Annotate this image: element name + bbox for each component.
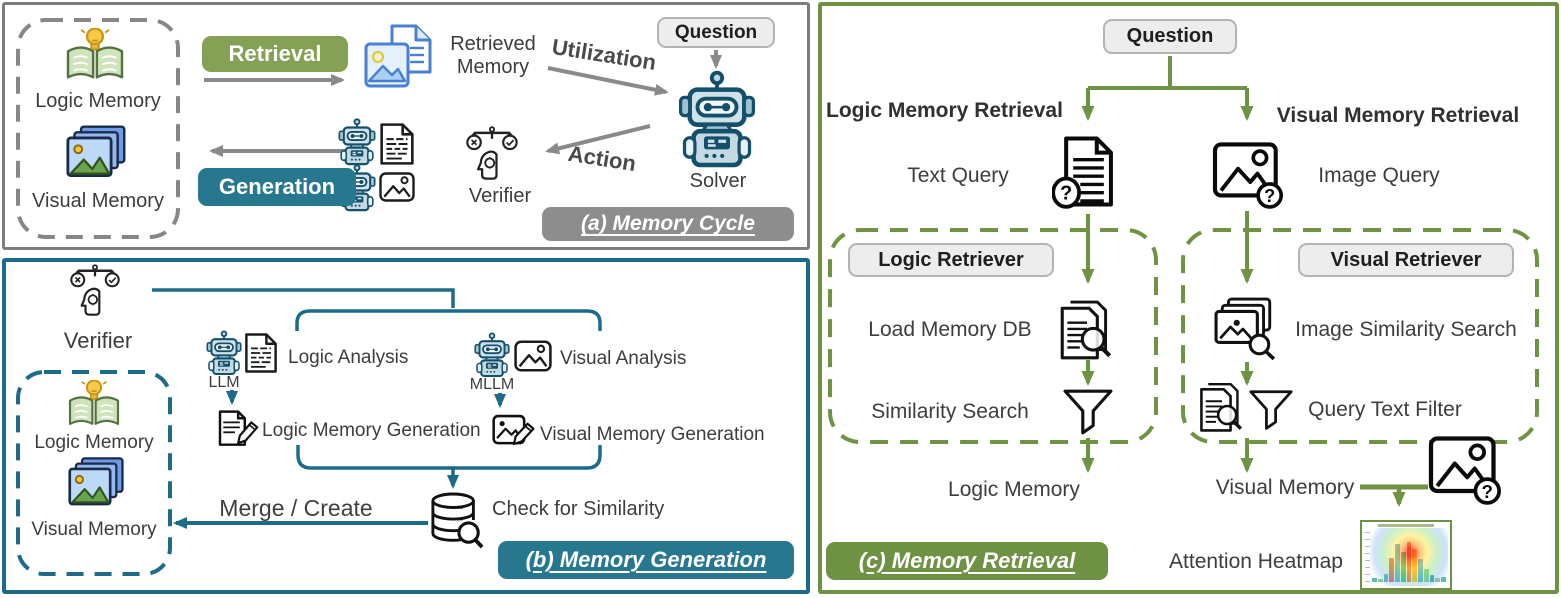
query-text-filter-label: Query Text Filter [1308, 398, 1462, 421]
retrieval-badge: Retrieval [202, 36, 348, 72]
visual-memory-generation-icon [492, 414, 536, 452]
visual-memory-label-c: Visual Memory [1215, 476, 1355, 499]
mllm-robot-icon-b [474, 332, 510, 378]
image-similarity-search-icon [1214, 297, 1278, 361]
text-query-label: Text Query [907, 164, 1009, 187]
image-query-icon [1212, 142, 1286, 210]
visual-memory-generation-label: Visual Memory Generation [540, 424, 765, 445]
solver-label: Solver [689, 170, 747, 192]
visual-memory-retrieval-title: Visual Memory Retrieval [1276, 104, 1520, 127]
verifier-label-b: Verifier [63, 328, 133, 353]
logic-analysis-doc-icon [244, 333, 278, 373]
llm-robot-icon-a [338, 118, 376, 166]
logic-memory-book-icon-b [66, 380, 122, 428]
image-similarity-search-label: Image Similarity Search [1295, 318, 1517, 341]
visual-memory-label-b: Visual Memory [31, 519, 157, 540]
visual-memory-image-icon [1428, 436, 1504, 506]
logic-memory-retrieval-title: Logic Memory Retrieval [826, 99, 1063, 122]
load-memory-db-label: Load Memory DB [868, 318, 1032, 341]
logic-memory-generation-icon [218, 410, 260, 448]
attention-heatmap-thumbnail [1360, 520, 1452, 590]
llm-robot-icon-b [206, 330, 242, 376]
visual-memory-label-a: Visual Memory [32, 190, 164, 212]
similarity-search-funnel-icon [1063, 389, 1113, 437]
heatmap-overlay [1370, 528, 1448, 586]
logic-memory-label-c: Logic Memory [948, 478, 1080, 501]
visual-analysis-label: Visual Analysis [560, 348, 687, 369]
logic-memory-generation-label: Logic Memory Generation [262, 420, 481, 441]
panel-c-caption: (c) Memory Retrieval [826, 542, 1108, 580]
visual-memory-photos-icon [66, 124, 128, 182]
text-doc-icon-a [379, 123, 415, 165]
image-icon-a [379, 172, 415, 202]
retrieved-memory-icon [364, 24, 438, 90]
logic-analysis-label: Logic Analysis [288, 347, 409, 368]
solver-robot-icon [678, 70, 756, 169]
merge-create-label: Merge / Create [219, 495, 373, 521]
logic-retriever-badge: Logic Retriever [848, 243, 1054, 277]
verifier-label-a: Verifier [468, 185, 532, 207]
visual-analysis-image-icon [514, 340, 552, 372]
logic-memory-label-a: Logic Memory [35, 90, 161, 112]
text-query-icon [1052, 136, 1118, 214]
attention-heatmap-label: Attention Heatmap [1169, 550, 1343, 573]
check-for-similarity-label: Check for Similarity [492, 498, 665, 520]
llm-label: LLM [208, 374, 240, 391]
generation-badge: Generation [198, 168, 356, 206]
question-box-c: Question [1103, 19, 1237, 54]
verifier-icon-b [70, 264, 120, 318]
heatmap-axis-ticks [1365, 532, 1370, 582]
mllm-label: MLLM [469, 376, 515, 393]
logic-memory-book-icon [64, 28, 126, 82]
query-text-filter-funnel-icon [1249, 389, 1293, 433]
retrieved-memory-label-1: Retrieved [450, 33, 536, 55]
visual-memory-photos-icon-b [68, 456, 126, 510]
logic-memory-label-b: Logic Memory [34, 432, 154, 453]
heatmap-title-line [1377, 524, 1435, 527]
query-text-filter-doc-icon [1198, 382, 1246, 436]
image-query-label: Image Query [1318, 164, 1440, 187]
load-memory-db-icon [1058, 300, 1116, 364]
panel-a-caption: (a) Memory Cycle [542, 207, 794, 241]
verifier-icon-a [466, 126, 518, 182]
check-similarity-db-icon [430, 492, 484, 550]
visual-retriever-badge: Visual Retriever [1298, 243, 1514, 277]
question-box-a: Question [657, 17, 775, 48]
panel-b-caption: (b) Memory Generation [498, 541, 794, 579]
retrieved-memory-label-2: Memory [456, 56, 530, 78]
similarity-search-label: Similarity Search [871, 400, 1029, 423]
